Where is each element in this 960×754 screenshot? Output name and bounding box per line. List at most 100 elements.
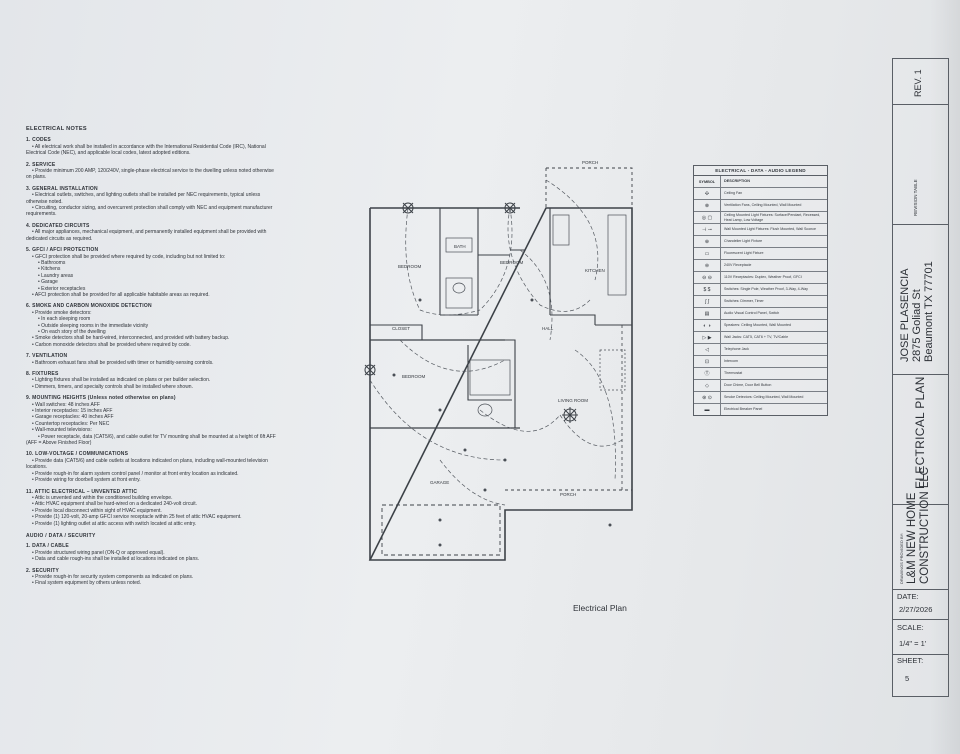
room-garage: GARAGE [430, 480, 449, 485]
exterior-wall [368, 207, 633, 561]
note-heading: 1. DATA / CABLE [26, 543, 69, 550]
note-heading: 2. SECURITY [26, 567, 60, 574]
legend-symbol-icon: ⊗ [694, 200, 721, 211]
room-closet: CLOSET [392, 326, 410, 331]
date-label: DATE: [897, 592, 919, 601]
audio-title: AUDIO / DATA / SECURITY [26, 532, 96, 539]
legend-symbol-icon: ▷ ▶ [694, 332, 721, 343]
note-line: • Garage receptacles: 40 inches AFF [32, 414, 114, 421]
note-section: 2. SECURITY• Provide rough-in for securi… [26, 568, 336, 587]
legend-symbol-icon: ⊡ [694, 356, 721, 367]
legend-description: Speakers: Ceiling Mounted, Wall Mounted [724, 323, 791, 328]
date-cell: DATE: 2/27/2026 [893, 589, 948, 620]
legend-description: Wall Mounted Light Fixtures: Flush Mount… [724, 227, 817, 232]
note-line: • Provide rough-in for security system c… [32, 573, 194, 580]
scale-value: 1/4" = 1' [899, 639, 927, 648]
note-heading: 9. MOUNTING HEIGHTS (Unless noted otherw… [26, 395, 176, 402]
note-line: • Dimmers, timers, and specialty control… [32, 383, 193, 390]
legend-row: ⊜240V Receptacle [694, 260, 827, 272]
note-line: • Provide (1) 120-volt, 20-amp GFCI serv… [32, 514, 242, 521]
legend-symbol-icon: ▬ [694, 404, 721, 415]
legend-description: Ceiling Fan [724, 191, 743, 196]
floor-plan: BEDROOM BATH BEDROOM KITCHEN PORCH CLOSE… [364, 160, 633, 561]
electrical-notes: ELECTRICAL NOTES 1. CODES• All electrica… [26, 126, 336, 592]
legend-row: ▤Audio Visual Control Panel, Switch [694, 308, 827, 320]
legend-description: Switches: Single Pole, Weather Proof, 3-… [724, 287, 808, 292]
legend-row: ◁Telephone Jack [694, 344, 827, 356]
note-line: • GFCI protection shall be provided wher… [32, 253, 226, 260]
note-section: 3. GENERAL INSTALLATION• Electrical outl… [26, 186, 336, 218]
room-bedroom-1: BEDROOM [398, 264, 422, 269]
note-line: • Countertop receptacles: Per NEC [32, 420, 110, 427]
notes-title: ELECTRICAL NOTES [26, 126, 87, 132]
legend-description: Telephone Jack [724, 347, 749, 352]
legend-row: ⊛ ⊙Smoke Detectors: Ceiling Mounted, Wal… [694, 392, 827, 404]
legend-description: 240V Receptacle [724, 263, 752, 268]
legend-row: ▷ ▶Wall Jacks: CAT5, CAT6 + TV, TV/Cable [694, 332, 827, 344]
drawings-provided-by: DRAWINGS PROVIDED BY: [899, 532, 904, 584]
legend-description: Switches: Dimmer, Timer [724, 299, 764, 304]
note-line: • All major appliances, mechanical equip… [32, 229, 267, 236]
note-line: • Provide rough-in for alarm system cont… [32, 470, 239, 477]
legend-description: 110V Receptacles: Duplex, Weather Proof,… [724, 275, 802, 280]
legend-row: $ $Switches: Single Pole, Weather Proof,… [694, 284, 827, 296]
legend-symbol-icon: ⊕ [694, 236, 721, 247]
note-line: • Kitchens [38, 266, 61, 273]
legend-rows: ✣Ceiling Fan⊗Ventilation Fans, Ceiling M… [694, 188, 827, 415]
legend-description: Thermostat [724, 371, 743, 376]
legend-row: ◎ ▢Ceiling Mounted Light Fixtures: Surfa… [694, 212, 827, 224]
audio-sections: 1. DATA / CABLE• Provide structured wiri… [26, 543, 336, 586]
note-line: • Provide wiring for doorbell system at … [32, 477, 141, 484]
note-heading: 7. VENTILATION [26, 353, 68, 360]
owner-cell: JOSE PLASENCIA 2875 Goliad St Beaumont T… [893, 224, 948, 375]
legend-description: Ceiling Mounted Light Fixtures: Surface/… [724, 213, 821, 222]
note-line: • Bathroom exhaust fans shall be provide… [32, 359, 214, 366]
note-heading: 4. DEDICATED CIRCUITS [26, 222, 90, 229]
legend-description: Electrical Breaker Panel [724, 407, 763, 412]
legend-row: ✣Ceiling Fan [694, 188, 827, 200]
note-section: 8. FIXTURES• Lighting fixtures shall be … [26, 371, 336, 390]
legend-symbol-icon: ⊣ ⊸ [694, 224, 721, 235]
legend-symbol-icon: $ $ [694, 284, 721, 295]
legend-row: ▬Electrical Breaker Panel [694, 404, 827, 415]
scale-cell: SCALE: 1/4" = 1' [893, 619, 948, 655]
builder-name-1: L&M NEW HOME [906, 492, 918, 584]
legend-description: Chandelier Light Fixture [724, 239, 763, 244]
note-line: (AFF = Above Finished Floor) [26, 440, 92, 447]
note-line: • Electrical outlets, switches, and ligh… [32, 192, 261, 199]
note-line: • In each sleeping room [38, 316, 91, 323]
note-line: • Provide minimum 200 AMP, 120/240V, sin… [32, 168, 274, 175]
note-line: • On each story of the dwelling [38, 328, 106, 335]
note-line: • Garage [38, 279, 58, 286]
note-line: • Data and cable rough-ins shall be inst… [32, 556, 200, 563]
legend-row: ⊡Intercom [694, 356, 827, 368]
note-heading: 2. SERVICE [26, 161, 56, 168]
notes-sections: 1. CODES• All electrical work shall be i… [26, 137, 336, 527]
room-hall: HALL [542, 326, 554, 331]
legend-row: ⊗Ventilation Fans, Ceiling Mounted, Wall… [694, 200, 827, 212]
note-line: • Power receptacle, data (CAT5/6), and c… [38, 433, 276, 440]
legend-symbol-icon: ▤ [694, 308, 721, 319]
room-bedroom-2: BEDROOM [500, 260, 524, 265]
note-section: 4. DEDICATED CIRCUITS• All major applian… [26, 223, 336, 242]
legend-row: ▭Fluorescent Light Fixture [694, 248, 827, 260]
note-line: • Exterior receptacles [38, 285, 86, 292]
note-heading: 8. FIXTURES [26, 371, 59, 377]
note-heading: 10. LOW-VOLTAGE / COMMUNICATIONS [26, 451, 129, 458]
legend-symbol-icon: ✣ [694, 188, 721, 199]
note-line: locations. [26, 464, 48, 471]
note-line: • Carbon monoxide detectors shall be pro… [32, 341, 191, 348]
note-line: • Bathrooms [38, 259, 66, 266]
room-bedroom-3: BEDROOM [402, 374, 426, 379]
sheet-cell: SHEET: 5 [893, 654, 948, 696]
note-section: 10. LOW-VOLTAGE / COMMUNICATIONS • Provid… [26, 451, 336, 483]
legend-description: Intercom [724, 359, 738, 364]
legend-symbol-icon: ◇ [694, 380, 721, 391]
note-line: Electrical Code (NEC), and applicable lo… [26, 150, 191, 157]
note-line: • All electrical work shall be installed… [32, 143, 266, 150]
note-line: • Provide (1) lighting outlet at attic a… [32, 520, 197, 527]
note-section: 11. ATTIC ELECTRICAL – UNVENTED ATTIC• A… [26, 489, 336, 527]
legend-row: ◐ ◑Speakers: Ceiling Mounted, Wall Mount… [694, 320, 827, 332]
note-line: dedicated circuits as required. [26, 235, 93, 242]
